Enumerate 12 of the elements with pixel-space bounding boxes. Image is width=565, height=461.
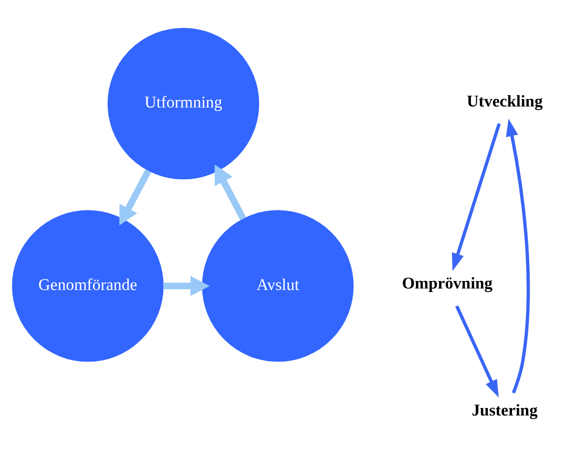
arrow (506, 118, 530, 394)
node-circle: Avslut (202, 210, 354, 362)
arrow (214, 164, 246, 220)
node-text: Justering (472, 400, 538, 420)
node-circle: Utformning (108, 28, 260, 180)
arrow (452, 123, 501, 271)
arrow (455, 305, 499, 398)
node-text: Omprövning (402, 274, 493, 293)
node-text: Utveckling (466, 91, 543, 110)
arrow (119, 169, 152, 226)
arrow (163, 276, 210, 296)
node-circle: Genomförande (12, 210, 164, 362)
